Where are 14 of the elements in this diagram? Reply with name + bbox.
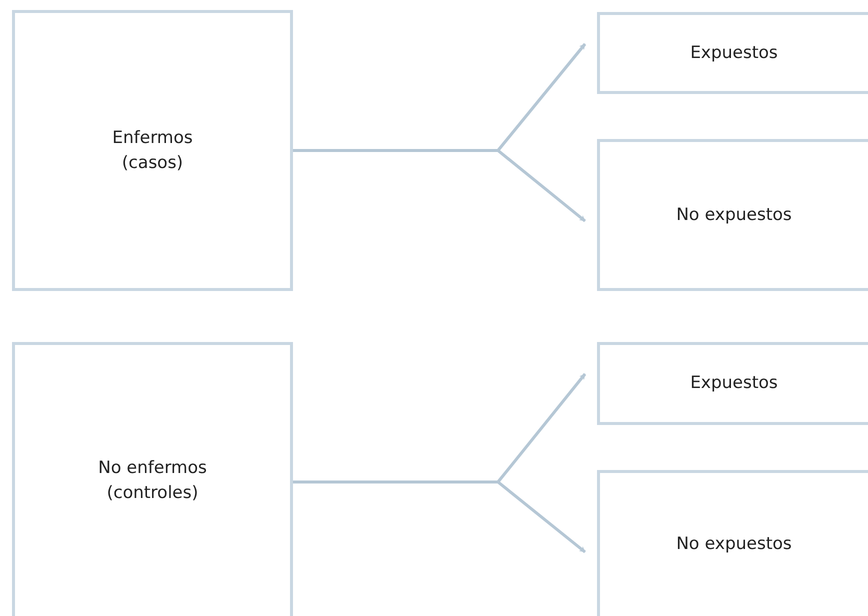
box-label: Expuestos xyxy=(690,372,778,396)
process-box xyxy=(597,470,868,616)
process-box xyxy=(597,139,868,291)
box-label: No expuestos xyxy=(676,533,792,556)
box-label: Enfermos (casos) xyxy=(111,126,194,174)
process-box xyxy=(12,342,293,616)
process-box xyxy=(12,10,293,291)
box-label: Expuestos xyxy=(690,42,778,65)
process-box xyxy=(597,342,868,425)
arrow xyxy=(293,480,586,554)
process-box xyxy=(597,12,868,94)
arrow xyxy=(293,149,586,222)
box-label: No expuestos xyxy=(676,204,792,227)
box-label: No enfermos (controles) xyxy=(97,456,208,504)
